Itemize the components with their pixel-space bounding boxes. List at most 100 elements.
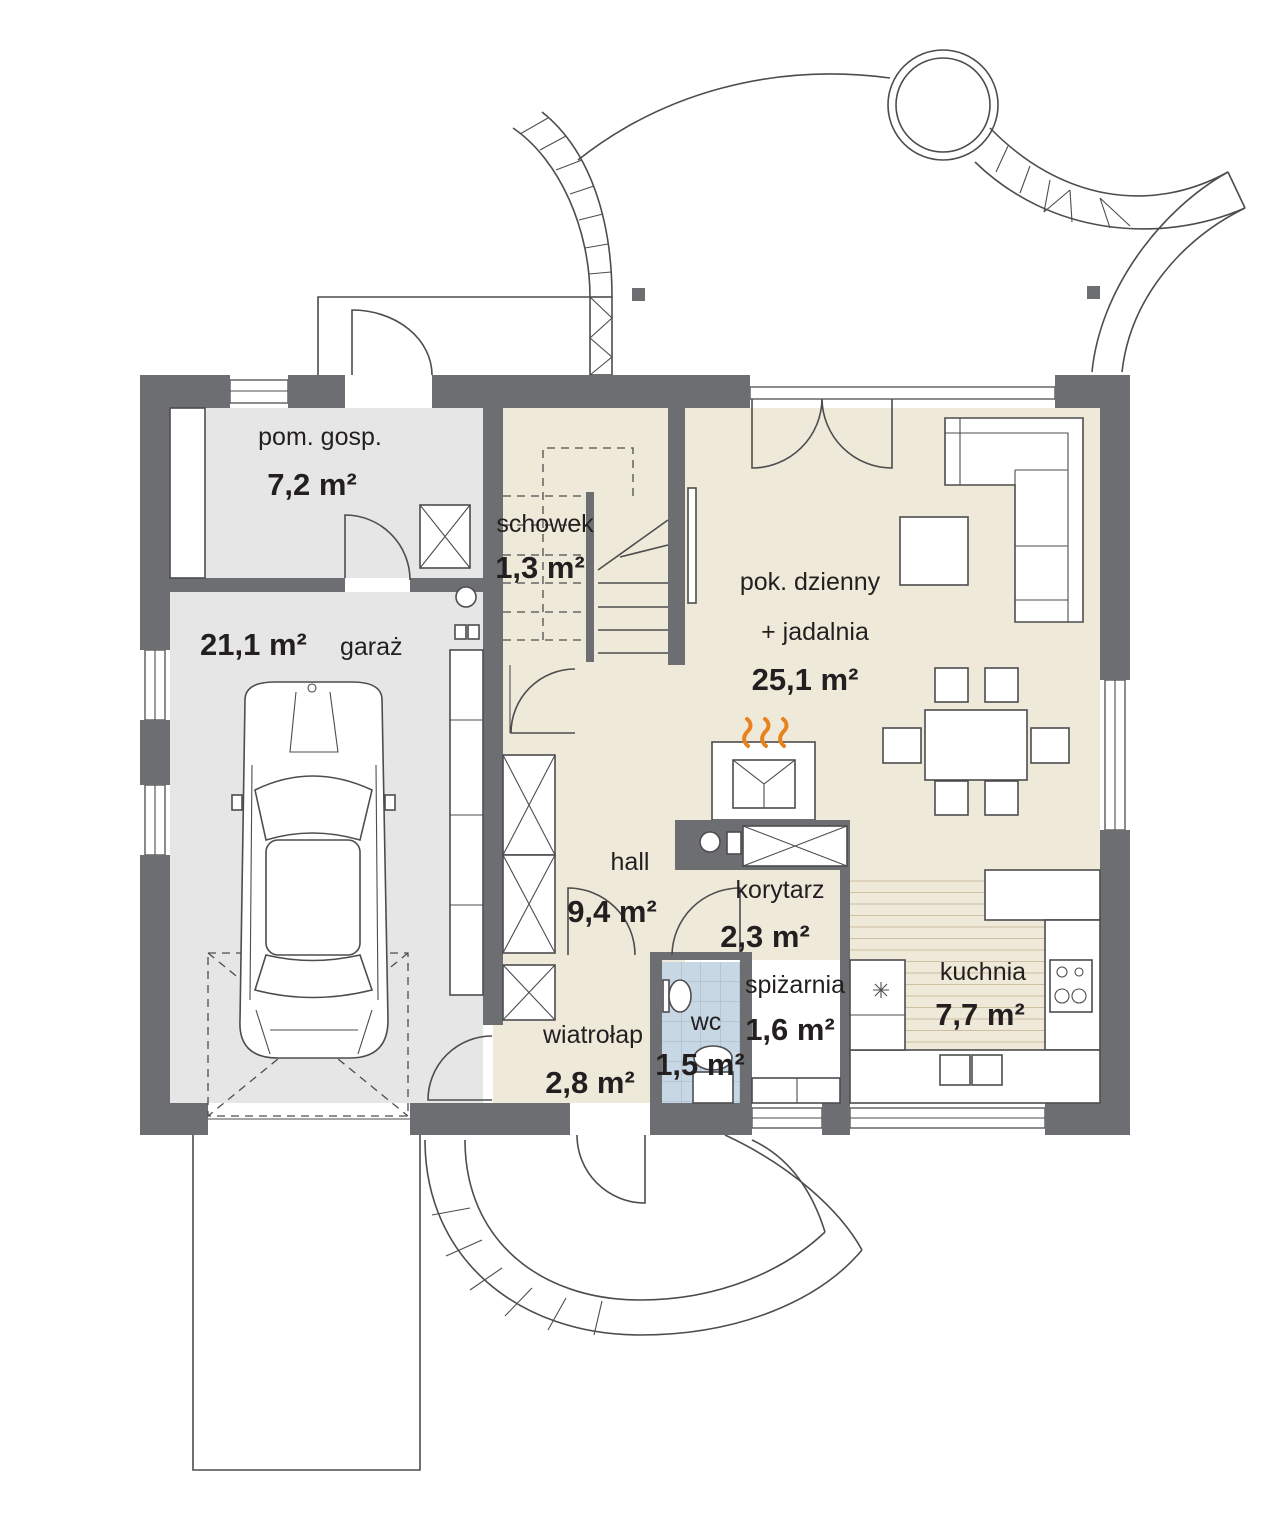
room-area-pantry: 1,6 m²	[745, 1012, 835, 1047]
garage-fixtures	[207, 649, 484, 1117]
meter-right	[467, 624, 480, 640]
wall-pantry-kitchen	[840, 870, 850, 1103]
dining-chair	[1030, 727, 1070, 764]
terrace-band-left-hatch	[519, 117, 612, 275]
fireplace	[675, 717, 850, 870]
car-mirror-right	[384, 794, 396, 811]
dining-table	[924, 709, 1028, 781]
burner-icon	[1054, 988, 1070, 1004]
garage-shelf-dividers	[450, 719, 483, 906]
wardrobe-lower-cross	[502, 854, 556, 954]
washbasin-icon	[693, 1045, 733, 1071]
garden-path-descending-outer	[1091, 171, 1229, 373]
car-roof	[265, 839, 361, 956]
entrance-path-inner	[464, 1139, 826, 1301]
entrance-path-right-outer	[724, 1134, 863, 1251]
terrace-door-frame	[749, 386, 1056, 400]
water-heater-icon	[455, 586, 477, 608]
wall-bottom-right-corner	[1045, 1103, 1130, 1135]
car-emblem	[307, 683, 317, 693]
flame-icon-2	[760, 717, 771, 748]
door-wc	[671, 887, 741, 956]
stairs-lower-treads	[597, 519, 669, 654]
door-garage-vestibule	[427, 1035, 493, 1101]
room-name-living-line1: pok. dzienny	[740, 568, 881, 596]
car-icon	[231, 681, 396, 1059]
room-name-hall: hall	[611, 848, 650, 876]
door-hall	[567, 887, 636, 956]
wall-stairs-living	[668, 408, 685, 665]
garden-path-right-hatch	[995, 145, 1131, 229]
dining-chair	[882, 727, 922, 764]
wall-top-stairs	[432, 375, 750, 408]
vanity	[692, 1071, 734, 1104]
garden-path-right-lower	[974, 161, 1246, 230]
staircase	[503, 447, 697, 662]
porch-outline	[317, 296, 590, 375]
wall-bottom-vestibule	[410, 1103, 570, 1135]
garden-path-descending-inner	[1121, 207, 1246, 373]
car-mirror-left	[231, 794, 243, 811]
porch-steps-zigzag	[589, 296, 613, 376]
porch-steps	[589, 296, 613, 376]
utility-shelf	[169, 407, 206, 579]
wall-wc-left	[650, 952, 662, 1103]
car-windshield	[254, 775, 373, 842]
sink-basin-right	[971, 1054, 1003, 1086]
room-area-living: 25,1 m²	[752, 662, 859, 697]
flame-icon-3	[778, 717, 789, 748]
garden-circle-outer	[887, 49, 999, 161]
entrance-path-right-inner	[751, 1139, 826, 1233]
dining-chair	[984, 780, 1019, 816]
kitchen-fixtures	[849, 869, 1101, 1104]
stairs-railing-right	[687, 487, 697, 604]
room-area-hall: 9,4 m²	[567, 894, 657, 929]
room-area-vestibule: 2,8 m²	[545, 1065, 635, 1100]
toilet-tank	[662, 979, 670, 1013]
fireplace-chamber-lines	[732, 759, 796, 808]
terrace-door-left-leaf	[751, 398, 823, 469]
wall-utility-garage-left	[170, 578, 345, 592]
exterior-elements	[192, 49, 1246, 1471]
room-name-wc: wc	[690, 1008, 722, 1036]
garden-arc	[577, 73, 891, 161]
flame-icon-1	[742, 717, 753, 748]
boiler-cross	[419, 504, 471, 569]
kitchen-counter-top	[984, 869, 1101, 921]
wardrobe-vestibule-cross	[502, 964, 556, 1021]
wall-left-middle	[140, 720, 170, 785]
garden-path-end-cap	[1227, 171, 1246, 209]
entrance-path-hatch	[431, 1207, 603, 1336]
corner-sofa-cushions	[945, 418, 1069, 622]
entrance-path-outer	[424, 1139, 863, 1336]
room-name-living-line2: + jadalnia	[761, 618, 869, 646]
room-area-wc: 1,5 m²	[655, 1047, 745, 1082]
wall-bottom-wc	[650, 1103, 752, 1135]
fireplace-wood-storage-cross	[742, 825, 848, 867]
windows	[144, 379, 1126, 1129]
garage-shelf	[449, 649, 484, 996]
cooktop	[1049, 959, 1093, 1013]
pantry-shelf	[751, 1077, 841, 1104]
door-storage	[510, 668, 576, 734]
room-area-utility: 7,2 m²	[267, 467, 357, 502]
wardrobe-upper-cross	[502, 754, 556, 856]
burner-icon	[1056, 966, 1068, 978]
corridor-floor	[650, 870, 850, 960]
room-area-garage: 21,1 m²	[200, 627, 307, 662]
room-area-corridor: 2,3 m²	[720, 919, 810, 954]
wall-bottom-pantry	[822, 1103, 850, 1135]
corner-sofa	[944, 417, 1084, 623]
room-name-garage: garaż	[340, 633, 403, 661]
vestibule-floor	[493, 1025, 650, 1103]
car-rear-window	[253, 954, 374, 999]
wall-top-utility	[288, 375, 345, 408]
door-utility-exterior	[351, 309, 433, 376]
room-name-utility: pom. gosp.	[258, 423, 382, 451]
room-name-kitchen: kuchnia	[940, 958, 1026, 986]
lamp-icon	[873, 982, 889, 998]
stairs-railing-left	[586, 492, 594, 662]
storage-floor	[503, 408, 668, 665]
utility-room-fixtures	[169, 407, 480, 640]
